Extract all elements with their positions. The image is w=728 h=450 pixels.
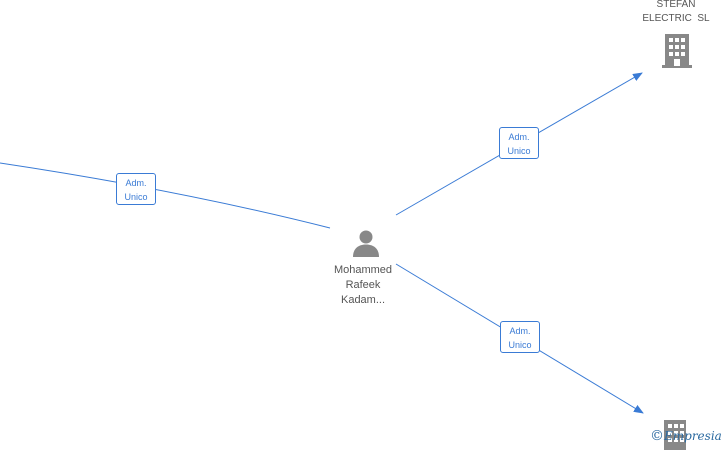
company-name-line1: STEFAN (656, 0, 696, 10)
edge-label-top-right[interactable]: Adm. Unico (499, 127, 539, 159)
copyright-symbol: © (650, 428, 664, 444)
edge-label-top-right-line2: Unico (507, 146, 531, 156)
person-name-line1: Mohammed (333, 264, 393, 276)
company-name-top-right[interactable]: STEFAN ELECTRIC SL (626, 0, 726, 26)
empresia-watermark: ©Empresia (650, 428, 722, 444)
edge-label-left[interactable]: Adm. Unico (116, 173, 156, 205)
person-name-line3: Kadam... (340, 294, 386, 306)
company-name-line2: ELECTRIC SL (642, 13, 710, 24)
building-icon-top-right[interactable] (661, 34, 693, 68)
person-name[interactable]: Mohammed Rafeek Kadam... (318, 263, 408, 308)
edge-label-bottom-right-line2: Unico (508, 340, 532, 350)
edge-line-left (0, 162, 331, 229)
edge-label-bottom-right-line1: Adm. (509, 326, 531, 336)
person-name-line2: Rafeek (345, 279, 381, 291)
edge-label-left-line1: Adm. (125, 178, 147, 188)
building-icon-bottom-right[interactable] (661, 420, 689, 450)
edge-label-bottom-right[interactable]: Adm. Unico (500, 321, 540, 353)
watermark-text: Empresia (664, 429, 722, 443)
edge-label-left-line2: Unico (124, 192, 148, 202)
edge-label-top-right-line1: Adm. (508, 132, 530, 142)
person-icon[interactable] (351, 228, 381, 258)
